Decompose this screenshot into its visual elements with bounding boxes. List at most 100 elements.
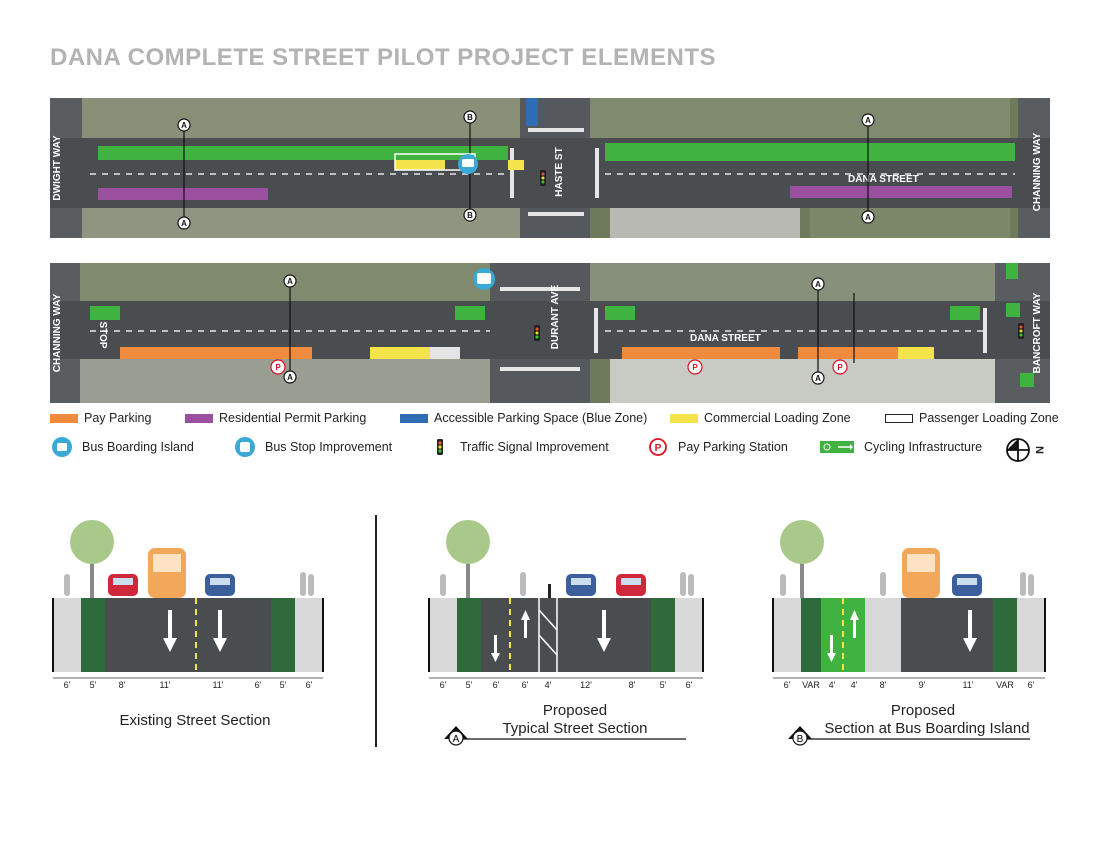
svg-text:5': 5' [90, 680, 97, 690]
svg-text:8': 8' [119, 680, 126, 690]
svg-text:6': 6' [522, 680, 529, 690]
svg-text:6': 6' [440, 680, 447, 690]
east-street-label: CHANNING WAY [1032, 132, 1043, 211]
svg-text:A: A [181, 219, 187, 228]
blue-zone-swatch [400, 413, 428, 423]
section-marker [177, 118, 191, 132]
svg-text:B: B [467, 211, 473, 220]
car-icon [108, 574, 138, 596]
section-marker [463, 110, 477, 124]
svg-text:A: A [815, 374, 821, 383]
section-marker [861, 113, 875, 127]
svg-text:6': 6' [255, 680, 262, 690]
legend-row-2: Bus Boarding Island Bus Stop Improvement… [50, 437, 1050, 462]
svg-text:6': 6' [784, 680, 791, 690]
legend-passenger-loading: Passenger Loading Zone [885, 411, 1059, 425]
west-street-label: CHANNING WAY [52, 293, 63, 372]
svg-text:4': 4' [545, 680, 552, 690]
svg-text:11': 11' [159, 680, 170, 690]
svg-text:6': 6' [64, 680, 71, 690]
svg-text:4': 4' [829, 680, 836, 690]
bus-icon [902, 548, 940, 598]
svg-text:P: P [692, 363, 698, 372]
traffic-signal-icon [437, 439, 443, 455]
legend-cycling: Cycling Infrastructure [820, 437, 982, 457]
svg-text:6': 6' [306, 680, 313, 690]
svg-text:5': 5' [660, 680, 667, 690]
page-title: DANA COMPLETE STREET PILOT PROJECT ELEME… [50, 44, 716, 71]
legend-bus-island: Bus Boarding Island [52, 437, 194, 457]
bus-icon [148, 548, 186, 598]
svg-text:5': 5' [466, 680, 473, 690]
section-marker [177, 216, 191, 230]
traffic-signal-icon [534, 323, 1024, 341]
tree-icon [780, 520, 824, 600]
map-dwight-to-channing: DANA STREET DWIGHT WAY HASTE ST CHANNING… [50, 98, 1050, 238]
map-channing-to-bancroft: DANA STREET STOP CHANNING WAY DURANT AVE… [50, 263, 1050, 403]
bus-stop-icon [235, 437, 255, 457]
svg-text:4': 4' [851, 680, 858, 690]
svg-text:P: P [837, 363, 843, 372]
passenger-loading-swatch [885, 413, 913, 423]
mid-street-label: HASTE ST [554, 147, 565, 196]
svg-text:A: A [287, 277, 293, 286]
legend-commercial-loading: Commercial Loading Zone [670, 411, 851, 425]
svg-text:P: P [275, 363, 281, 372]
mid-street-label: DURANT AVE [550, 284, 561, 349]
traffic-signal-icon [540, 170, 546, 186]
east-street-label: BANCROFT WAY [1032, 292, 1043, 373]
car-icon [566, 574, 596, 596]
svg-text:6': 6' [1028, 680, 1035, 690]
legend-row-1: Pay Parking Residential Permit Parking A… [50, 411, 1059, 427]
pay-parking-swatch [50, 413, 78, 423]
svg-text:A: A [865, 116, 871, 125]
svg-text:P: P [655, 443, 662, 454]
svg-text:A: A [865, 213, 871, 222]
tree-icon [70, 520, 114, 600]
legend-pay-parking: Pay Parking [50, 411, 151, 425]
north-arrow-icon [1006, 438, 1030, 462]
pay-parking-icon [687, 359, 703, 375]
commercial-loading-swatch [670, 413, 698, 423]
typical-section-subtitle: Proposed [542, 702, 608, 719]
legend-residential-permit: Residential Permit Parking [185, 411, 366, 425]
legend-blue-zone: Accessible Parking Space (Blue Zone) [400, 411, 647, 425]
typical-section-title: Typical Street Section [502, 720, 648, 737]
cycling-icon [820, 441, 854, 453]
section-divider [375, 515, 377, 747]
residential-permit-swatch [185, 413, 213, 423]
typical-street-section: 6'5' 6'6' 4'12' 8'5' 6' [428, 520, 704, 690]
section-marker [861, 210, 875, 224]
main-street-label: DANA STREET [848, 174, 919, 185]
bus-stop-icon [473, 268, 495, 290]
car-icon [616, 574, 646, 596]
legend-pay-station: P Pay Parking Station [648, 437, 788, 457]
stop-label: STOP [97, 321, 108, 348]
tree-icon [446, 520, 490, 600]
bus-island-section-subtitle: Proposed [890, 702, 956, 719]
legend-bus-stop: Bus Stop Improvement [235, 437, 392, 457]
pay-parking-icon [270, 359, 286, 375]
section-marker [463, 208, 477, 222]
svg-text:8': 8' [880, 680, 887, 690]
svg-text:A: A [453, 734, 460, 745]
svg-text:11': 11' [212, 680, 223, 690]
bus-island-street-section: 6'VAR 4'4' 8'9' 11'VAR 6' [772, 520, 1046, 690]
north-arrow: N [1005, 437, 1045, 463]
svg-text:A: A [815, 280, 821, 289]
bus-boarding-island-icon [394, 153, 478, 174]
svg-text:8': 8' [629, 680, 636, 690]
west-street-label: DWIGHT WAY [52, 135, 63, 201]
svg-text:6': 6' [493, 680, 500, 690]
svg-text:5': 5' [280, 680, 287, 690]
car-icon [205, 574, 235, 596]
existing-street-section: 6' 5' 8' 11' 11' 6' 5' 6' [52, 520, 324, 690]
svg-text:A: A [181, 121, 187, 130]
legend-traffic-signal: Traffic Signal Improvement [430, 437, 609, 457]
svg-text:B: B [797, 734, 804, 745]
main-street-label: DANA STREET [690, 333, 761, 344]
bus-island-section-title: Section at Bus Boarding Island [824, 720, 1030, 737]
pay-parking-icon [832, 359, 848, 375]
svg-text:VAR: VAR [802, 680, 820, 690]
svg-text:VAR: VAR [996, 680, 1014, 690]
